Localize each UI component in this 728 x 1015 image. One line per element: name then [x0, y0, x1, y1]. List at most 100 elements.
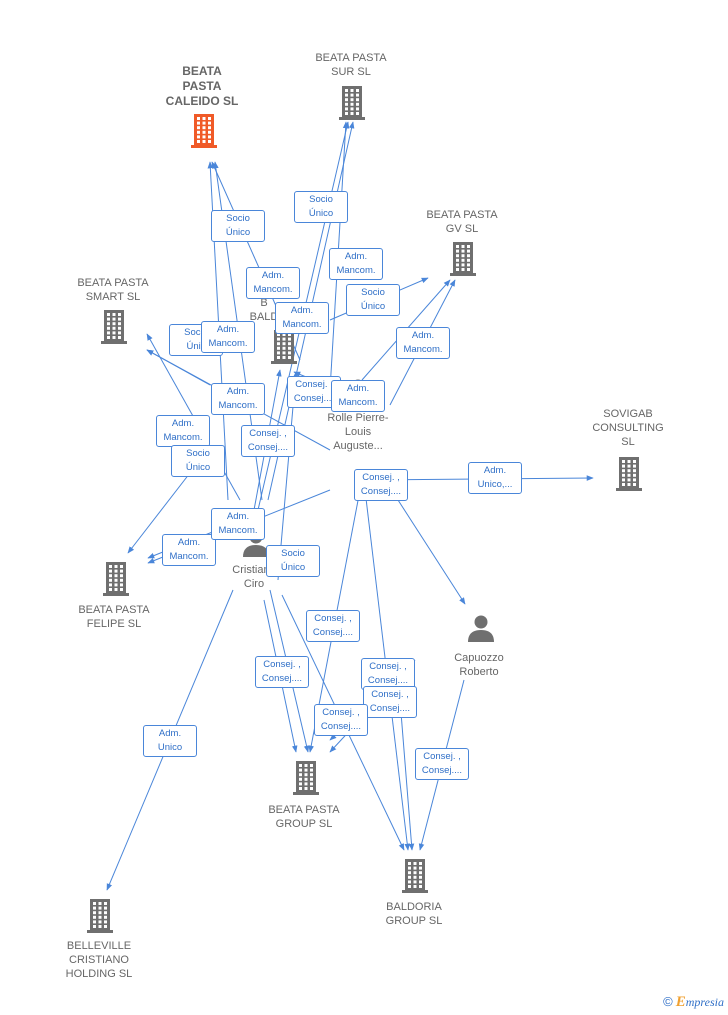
building-icon[interactable] [402, 859, 428, 893]
relation-label-line: Mancom. [218, 525, 258, 536]
relation-label[interactable]: Consej. ,Consej.... [363, 686, 417, 718]
relation-label[interactable]: Consej. ,Consej.... [354, 469, 408, 501]
relation-label[interactable]: Adm. Mancom. [211, 508, 265, 540]
relation-label-line: Consej. , [369, 661, 407, 672]
relation-label-line: Únic [186, 341, 206, 352]
node-label-line: BEATA PASTA [78, 604, 150, 616]
node-label-line: SL [621, 436, 635, 448]
relation-label-line: Socio [281, 548, 305, 559]
relation-label-line: Consej. , [423, 751, 461, 762]
relation-label[interactable]: Adm.Mancom. [201, 321, 255, 353]
relation-label[interactable]: Consej. , Consej.... [415, 748, 469, 780]
relation-label[interactable]: Adm. Mancom. [331, 380, 385, 412]
node-label-line: GROUP SL [275, 818, 333, 830]
node-label-line: PASTA [182, 79, 222, 93]
relation-label[interactable]: Consej. ,Consej.... [306, 610, 360, 642]
node-label-line: SMART SL [85, 291, 141, 303]
brand-initial: E [675, 994, 686, 1010]
node-label-group[interactable]: BEATA PASTA GROUP SL [244, 803, 364, 831]
relation-label-line: Socio [226, 213, 250, 224]
relation-label[interactable]: Adm. Unico,... [468, 462, 522, 494]
relation-label-line: Adm. [226, 511, 250, 522]
node-label-line: BEATA PASTA [268, 804, 340, 816]
edge-line [399, 699, 415, 851]
relation-label-line: Adm. [344, 251, 368, 262]
node-label-sur[interactable]: BEATA PASTA SUR SL [291, 51, 411, 79]
relation-label-line: Mancom. [403, 344, 443, 355]
relation-label-line: Único [360, 301, 386, 312]
relation-label-line: Unico [157, 742, 183, 753]
building-icon[interactable] [191, 114, 217, 148]
relation-label-line: Adm. [483, 465, 507, 476]
copyright-symbol: © [663, 994, 673, 1009]
relation-label[interactable]: Consej. ,Consej.... [314, 704, 368, 736]
relation-label-line: Socio [361, 287, 385, 298]
relation-label-line: Adm. [177, 537, 201, 548]
relation-label[interactable]: Consej. ,Consej.... [255, 656, 309, 688]
node-label-line: Capuozzo [454, 652, 504, 664]
relation-label-line: Mancom. [208, 338, 248, 349]
edge-line [397, 499, 466, 605]
relation-label-line: Mancom. [338, 397, 378, 408]
relation-label-line: Único [308, 208, 334, 219]
relation-label[interactable]: Consej. ,Consej.... [241, 425, 295, 457]
relation-label-line: Consej.... [421, 765, 463, 776]
relation-label-line: Único [280, 562, 306, 573]
relation-label[interactable]: Adm. Mancom. [329, 248, 383, 280]
building-icon[interactable] [87, 899, 113, 933]
relation-label-line: Adm. [346, 383, 370, 394]
relation-label-line: Único [225, 227, 251, 238]
building-icon[interactable] [103, 562, 129, 596]
node-label-line: BALD [249, 311, 279, 323]
relation-label[interactable]: Adm.Mancom. [246, 267, 300, 299]
relation-label[interactable]: Adm.Mancom. [396, 327, 450, 359]
footer-brand[interactable]: © Empresia [663, 994, 724, 1011]
relation-label-line: Consej. , [249, 428, 287, 439]
relation-label-line: Socio [309, 194, 333, 205]
relation-label-line: Socio [184, 327, 208, 338]
relation-label-line: Adm. [158, 728, 182, 739]
relation-label-line: Consej. , [295, 379, 333, 390]
relation-label[interactable]: Adm.Mancom. [156, 415, 210, 447]
node-label-line: SUR SL [331, 66, 371, 78]
relation-label-line: Consej. , [362, 472, 400, 483]
relation-label-line: Socio [186, 448, 210, 459]
node-label-line: Cristiano [232, 564, 276, 576]
building-icon[interactable] [339, 86, 365, 120]
relation-label[interactable]: Adm. Unico [143, 725, 197, 757]
building-icon[interactable] [101, 310, 127, 344]
relation-label-line: Mancom. [336, 265, 376, 276]
node-label-smart[interactable]: BEATA PASTA SMART SL [53, 276, 173, 304]
relation-label[interactable]: Adm.Mancom. [211, 383, 265, 415]
node-label-line: SOVIGAB [603, 408, 653, 420]
relation-label[interactable]: Adm.Mancom. [275, 302, 329, 334]
relation-label[interactable]: Adm.Mancom. [162, 534, 216, 566]
relation-label-line: Unico,... [477, 479, 513, 490]
node-label-line: BELLEVILLE [66, 940, 132, 952]
relation-label-line: Consej.... [367, 675, 409, 686]
person-icon[interactable] [468, 615, 494, 643]
relation-label-line: Consej.... [312, 627, 354, 638]
node-label-line: BEATA PASTA [77, 277, 149, 289]
building-icon[interactable] [450, 242, 476, 276]
node-label-line: BEATA PASTA [315, 52, 387, 64]
relation-label-line: Consej. , [263, 659, 301, 670]
building-icon[interactable] [271, 330, 297, 364]
building-icon[interactable] [616, 457, 642, 491]
building-icon[interactable] [293, 761, 319, 795]
